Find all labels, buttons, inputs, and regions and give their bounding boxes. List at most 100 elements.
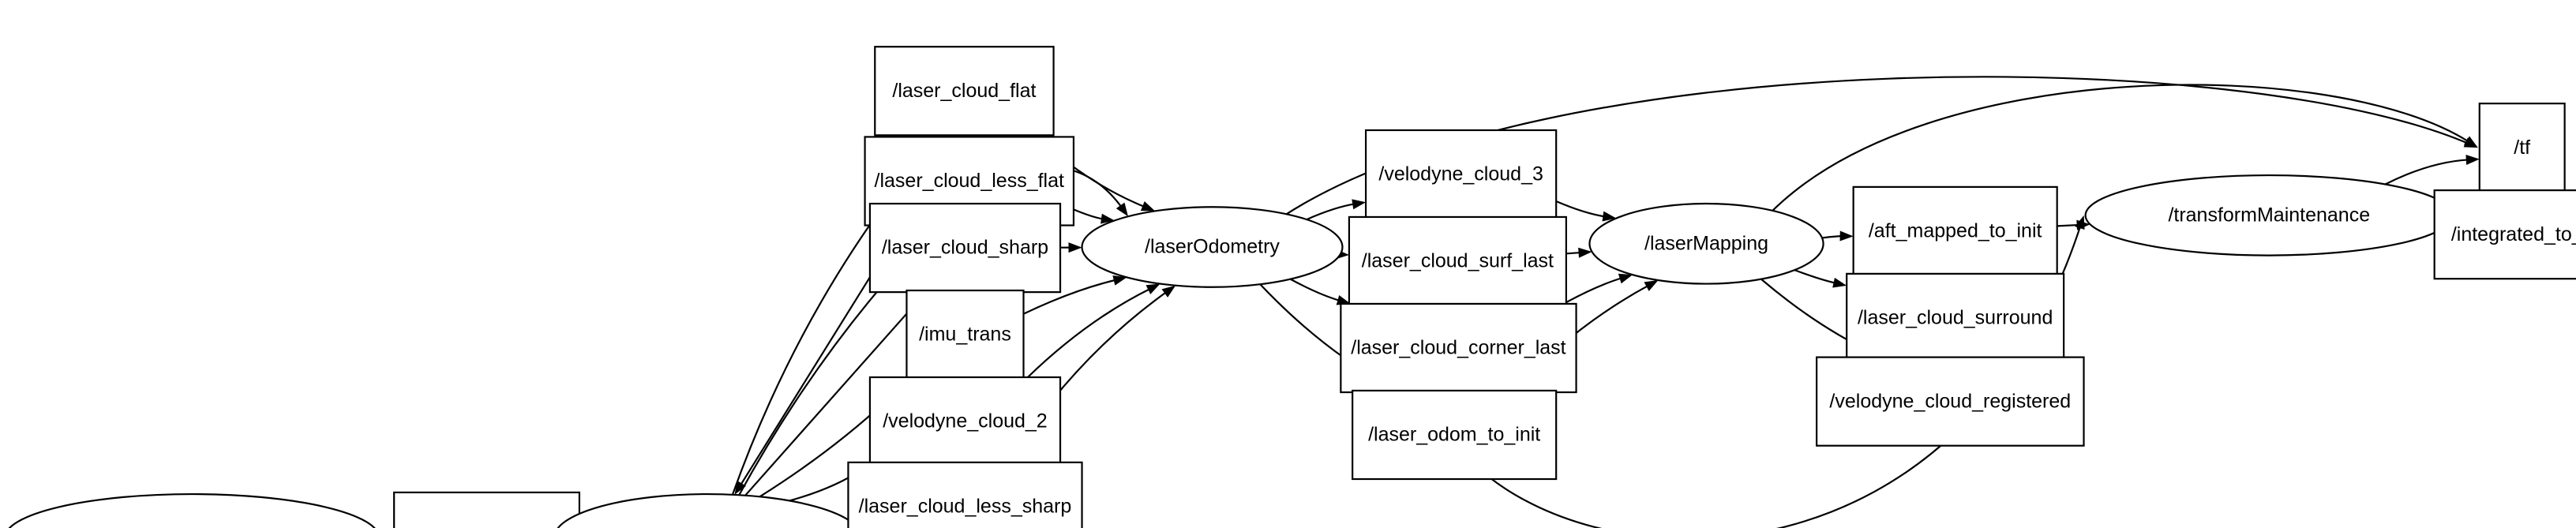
node-rect[interactable] [1348,215,1567,307]
ros-node-laserMapping[interactable]: /laserMapping [1588,202,1824,285]
node-ellipse[interactable] [554,492,861,528]
node-ellipse[interactable] [1588,202,1824,285]
edge-laserMapping-to-laser_cloud_surround [1794,269,1847,288]
arrow-head-icon [1618,273,1633,284]
ros-topic-velodyne_cloud_3[interactable]: /velodyne_cloud_3 [1364,129,1558,220]
node-rect[interactable] [868,202,1062,294]
node-label: /velodyne_points [413,526,561,528]
ros-node-scanRegistration[interactable]: /scanRegistration [554,492,861,528]
ros-topic-velodyne_cloud_2[interactable]: /velodyne_cloud_2 [868,376,1062,467]
node-ellipse[interactable] [1081,206,1344,288]
node-label: /laser_cloud_surround [1858,307,2053,329]
edge-line [1289,278,1341,302]
edge-line [1555,200,1607,218]
ros-node-transformMaintenance[interactable]: /transformMaintenance [2084,174,2454,257]
edge-line [2384,159,2469,185]
edge-laserOdometry-to-velodyne_cloud_3 [1306,199,1367,221]
arrow-head-icon [1161,285,1176,298]
node-rect[interactable] [874,46,1055,137]
ros-topic-imu_trans[interactable]: /imu_trans [906,289,1025,380]
edge-line [1770,84,2470,213]
node-ellipse[interactable] [5,492,379,528]
arrow-head-icon [1839,230,1854,242]
edge-line [1306,203,1356,221]
ros-topic-laser_cloud_surf_last[interactable]: /laser_cloud_surf_last [1348,215,1567,307]
node-label: /velodyne_cloud_3 [1378,163,1543,185]
node-label: /laser_cloud_surf_last [1362,250,1554,272]
arrow-head-icon [2076,219,2090,230]
arrow-head-icon [1068,242,1082,253]
node-rect[interactable] [393,491,581,528]
node-rect[interactable] [1340,302,1577,394]
edge-velodyne_cloud_2-to-laserOdometry [1027,283,1161,378]
arrow-head-icon [1116,202,1128,217]
ros-node-laserOdometry[interactable]: /laserOdometry [1081,206,1344,288]
ros-topic-laser_cloud_less_sharp[interactable]: /laser_cloud_less_sharp [847,461,1083,528]
node-rect[interactable] [906,289,1025,380]
node-label: /velodyne_cloud_2 [883,410,1048,433]
edge-line [1023,279,1118,315]
arrow-head-icon [1578,247,1592,258]
ros-topic-laser_cloud_flat[interactable]: /laser_cloud_flat [874,46,1055,137]
arrow-head-icon [1352,199,1367,210]
node-label: /laserOdometry [1145,236,1280,258]
node-rect[interactable] [1816,356,2085,447]
edge-aft_mapped_to_init-to-transformMaintenance [2057,219,2090,230]
ros-node-play[interactable]: /play_1506301401668966808 [5,492,379,528]
node-label: /laserMapping [1644,232,1768,254]
ros-topic-velodyne_cloud_registered[interactable]: /velodyne_cloud_registered [1816,356,2085,447]
node-rect[interactable] [1352,389,1558,481]
node-rect[interactable] [1846,272,2065,364]
node-label: /laser_cloud_less_sharp [859,496,1072,518]
node-rect[interactable] [847,461,1083,528]
node-label: /tf [2514,137,2530,159]
arrow-head-icon [2465,155,2480,166]
arrow-head-icon [1112,275,1127,286]
node-label: /laser_cloud_flat [892,80,1036,102]
arrow-head-icon [1140,201,1156,212]
node-label: /aft_mapped_to_init [1869,220,2042,242]
node-label: /integrated_to_init [2451,223,2576,245]
node-label: /imu_trans [919,324,1011,346]
node-label: /laser_cloud_corner_last [1351,337,1565,359]
node-rect[interactable] [1852,185,2058,277]
edge-laser_cloud_less_flat-to-laserOdometry [1073,208,1115,224]
ros-topic-laser_cloud_surround[interactable]: /laser_cloud_surround [1846,272,2065,364]
node-rect[interactable] [868,376,1062,467]
edge-line [1794,269,1837,285]
edge-line [1073,208,1105,220]
ros-topic-laser_odom_to_init[interactable]: /laser_odom_to_init [1352,389,1558,481]
edge-laserOdometry-to-laser_cloud_corner_last [1289,278,1351,305]
edge-laserMapping-to-tf [1770,84,2478,213]
arrow-head-icon [1644,280,1659,291]
node-label: /transformMaintenance [2168,204,2370,226]
arrow-head-icon [1832,277,1847,288]
edge-line [1027,287,1152,378]
ros-topic-integrated_to_init[interactable]: /integrated_to_init [2433,189,2576,280]
edge-laser_cloud_sharp-to-laserOdometry [1060,242,1082,253]
node-label: /velodyne_cloud_registered [1829,390,2071,412]
arrow-head-icon [734,481,746,495]
arrow-head-icon [1336,294,1351,305]
node-layer: /play_1506301401668966808/velodyne_point… [5,46,2576,528]
node-label: /play_1506301401668966808 [62,526,323,528]
node-label: /laser_cloud_less_flat [875,170,1064,192]
ros-topic-tf[interactable]: /tf [2478,103,2566,193]
ros-topic-laser_cloud_corner_last[interactable]: /laser_cloud_corner_last [1340,302,1577,394]
ros-topic-aft_mapped_to_init[interactable]: /aft_mapped_to_init [1852,185,2058,277]
node-label: /scanRegistration [632,526,784,528]
edge-line [744,299,920,496]
ros-topic-laser_cloud_sharp[interactable]: /laser_cloud_sharp [868,202,1062,294]
edge-transformMaintenance-to-tf [2384,155,2480,185]
node-label: /laser_odom_to_init [1368,424,1540,446]
arrow-head-icon [2463,136,2478,148]
ros-topic-velodyne_points[interactable]: /velodyne_points [393,491,581,528]
edge-laserMapping-to-aft_mapped_to_init [1821,230,1854,242]
edge-imu_trans-to-laserOdometry [1023,275,1127,315]
edge-line [1563,276,1623,305]
edge-laser_cloud_corner_last-to-laserMapping [1563,273,1633,305]
node-label: /laser_cloud_sharp [882,237,1048,259]
node-rect[interactable] [2433,189,2576,280]
